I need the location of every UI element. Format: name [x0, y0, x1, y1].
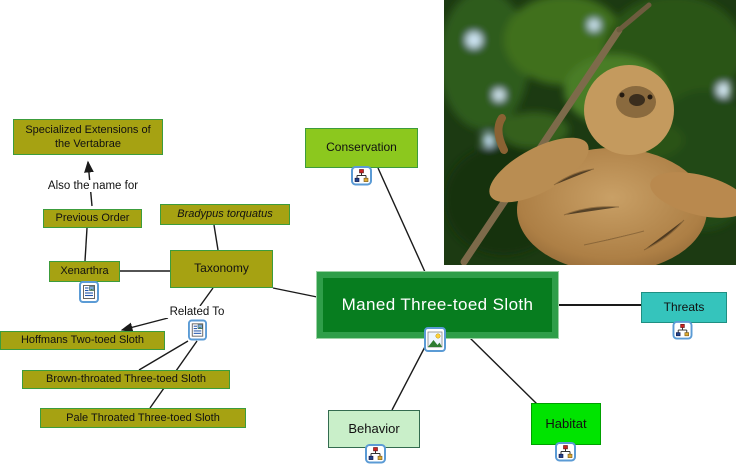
node-specialized-extensions[interactable]: Specialized Extensions of the Vertabrae [13, 119, 163, 155]
node-label: Specialized Extensions of the Vertabrae [25, 123, 151, 150]
node-habitat[interactable]: Habitat [531, 403, 601, 445]
resource-document-icon[interactable] [79, 281, 99, 303]
node-label: Taxonomy [194, 261, 249, 276]
node-label: Hoffmans Two-toed Sloth [20, 334, 145, 347]
node-previous-order[interactable]: Previous Order [43, 209, 142, 228]
node-label: Conservation [326, 140, 397, 155]
node-conservation[interactable]: Conservation [305, 128, 418, 168]
node-label: Brown-throated Three-toed Sloth [46, 373, 206, 386]
node-behavior[interactable]: Behavior [328, 410, 420, 448]
node-pale-throated-three-toed-sloth[interactable]: Pale Throated Three-toed Sloth [40, 408, 246, 428]
link-label-related-to[interactable]: Related To [163, 306, 231, 318]
submap-icon[interactable] [365, 444, 386, 464]
submap-icon[interactable] [672, 321, 693, 340]
node-label: Bradypus torquatus [177, 208, 273, 221]
sloth-photo [444, 0, 736, 265]
submap-icon[interactable] [351, 166, 372, 186]
node-threats[interactable]: Threats [641, 292, 727, 323]
node-brown-throated-three-toed-sloth[interactable]: Brown-throated Three-toed Sloth [22, 370, 230, 389]
image-resource-icon[interactable] [424, 327, 446, 352]
node-label: Pale Throated Three-toed Sloth [66, 411, 220, 424]
link-label-text: Related To [169, 306, 225, 318]
node-label: Xenarthra [60, 265, 109, 278]
node-xenarthra[interactable]: Xenarthra [49, 261, 120, 282]
node-bradypus-torquatus[interactable]: Bradypus torquatus [160, 204, 290, 225]
submap-icon[interactable] [555, 442, 576, 462]
node-label: Behavior [348, 420, 400, 436]
link-label-text: Also the name for [47, 180, 139, 192]
node-taxonomy[interactable]: Taxonomy [170, 250, 273, 288]
resource-document-icon[interactable] [188, 319, 207, 341]
node-label: Habitat [545, 415, 587, 431]
link-label-also-the-name-for[interactable]: Also the name for [34, 180, 152, 192]
node-label: Previous Order [55, 212, 130, 225]
node-hoffmans-two-toed-sloth[interactable]: Hoffmans Two-toed Sloth [0, 331, 165, 350]
node-label: Maned Three-toed Sloth [341, 294, 534, 314]
node-label: Threats [663, 299, 705, 314]
